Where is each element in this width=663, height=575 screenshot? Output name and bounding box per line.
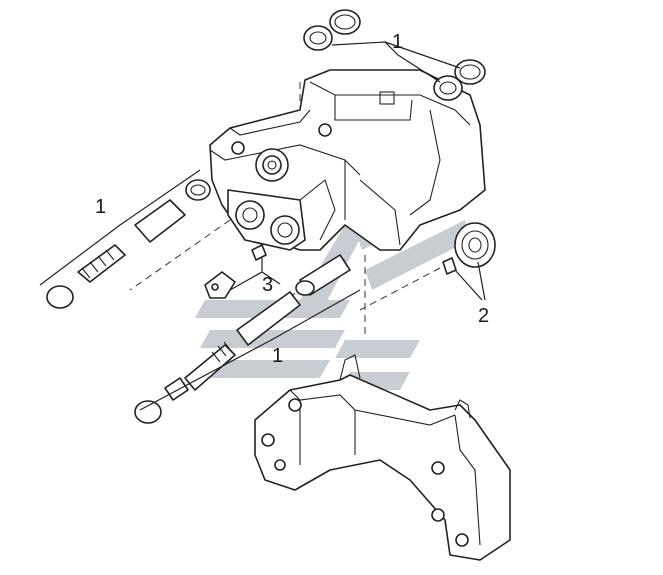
callout-label-center: 1	[272, 345, 283, 367]
caliper-carrier	[254, 354, 511, 561]
caliper-housing	[209, 69, 486, 251]
seal-ring-top-right	[433, 59, 486, 101]
guide-pin-kit-center	[134, 254, 361, 424]
seal-ring-top-left	[303, 9, 361, 51]
callout-label-left: 1	[95, 196, 106, 218]
bushing-right	[442, 222, 496, 301]
callout-label-right: 2	[478, 305, 489, 327]
callout-leader-top	[331, 41, 461, 83]
guide-pin-kit-left	[39, 169, 211, 309]
callout-label-top: 1	[392, 31, 403, 53]
callout-label-caps: 3	[262, 274, 273, 296]
dust-caps	[204, 244, 281, 299]
